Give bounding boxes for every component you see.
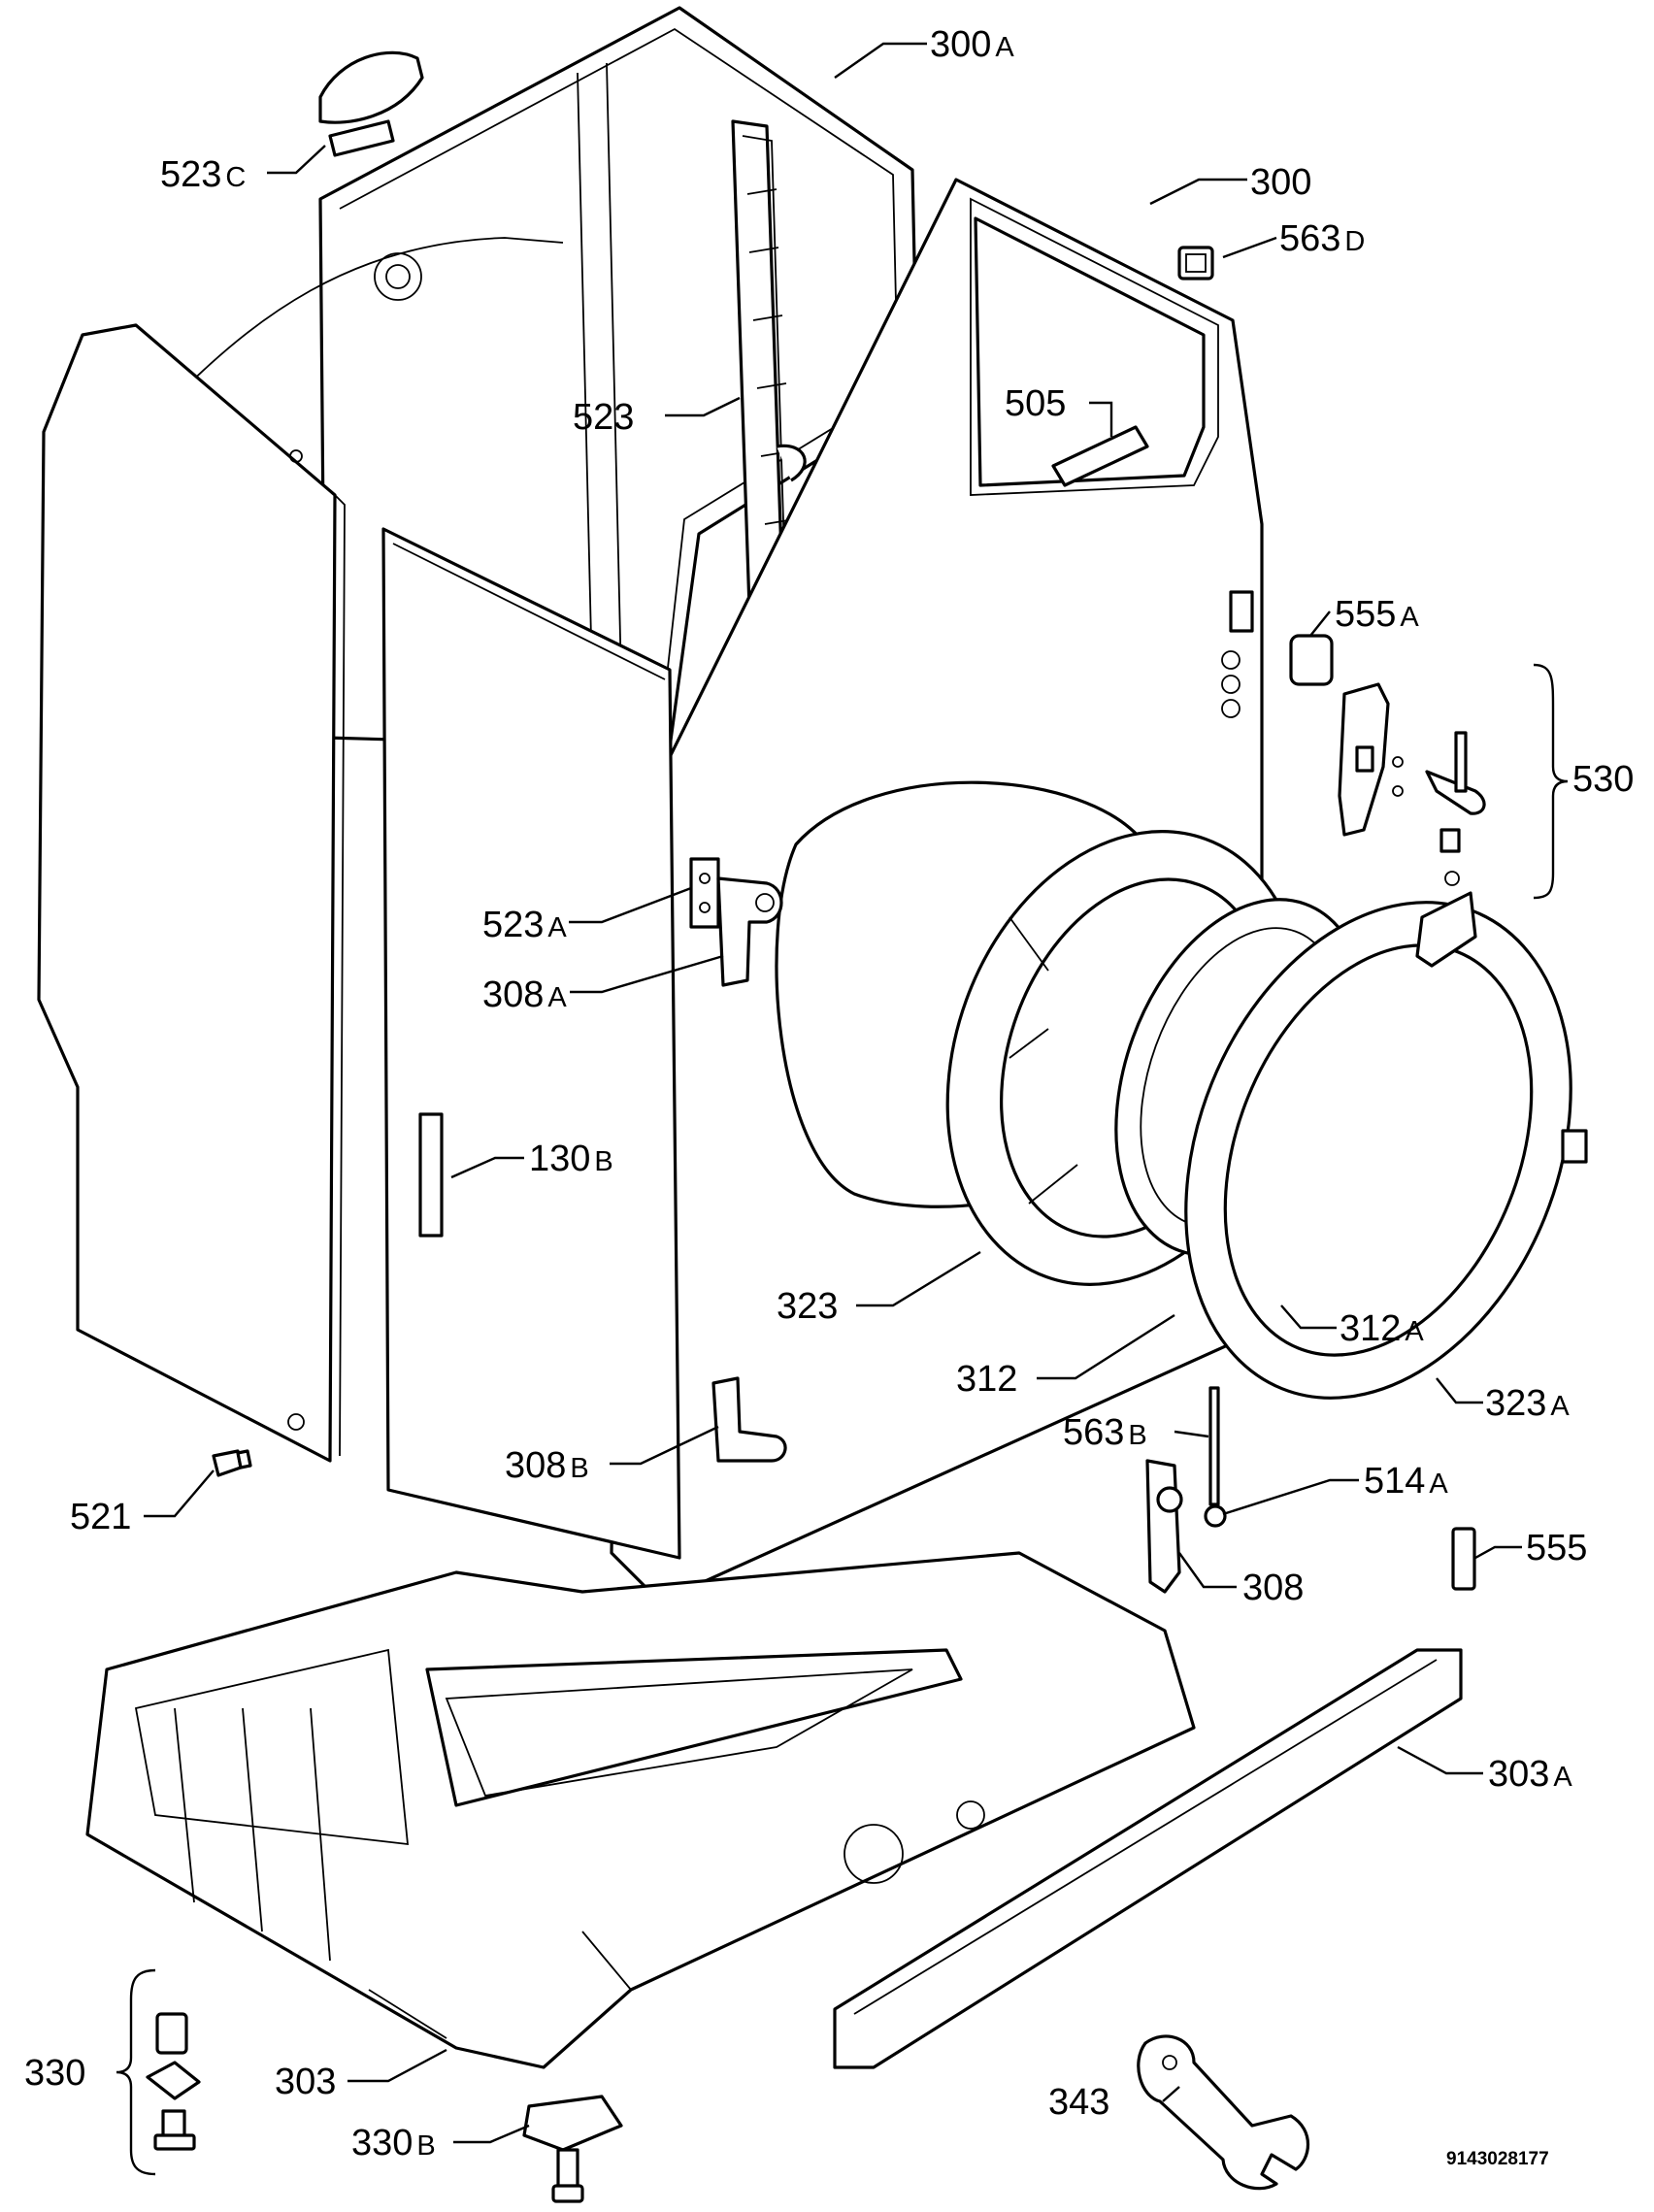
label-505: 505 [1005, 383, 1066, 424]
door-lock-assembly-530 [1338, 682, 1486, 968]
label-530: 530 [1572, 759, 1634, 800]
adjuster-kit-330 [146, 2012, 201, 2151]
label-555: 555 [1526, 1528, 1587, 1568]
bracket-330 [116, 1968, 156, 2176]
left-side-panel [37, 323, 346, 1463]
door-outer-ring-323a [1184, 901, 1588, 1400]
button-555 [1451, 1527, 1476, 1591]
pin-563b [1208, 1386, 1220, 1506]
screw-521 [212, 1449, 252, 1477]
label-521: 521 [70, 1497, 131, 1537]
base-frame-303 [85, 1551, 1196, 2069]
label-323: 323 [777, 1286, 838, 1327]
bushing-514a [1204, 1504, 1227, 1528]
bracket-530 [1533, 663, 1569, 900]
label-330: 330 [24, 2053, 85, 2094]
label-523: 523 [573, 397, 634, 438]
pin-505 [1051, 425, 1149, 487]
label-343: 343 [1048, 2082, 1109, 2123]
foot-330b [522, 2095, 623, 2203]
hinge-308 [1145, 1459, 1183, 1594]
label-303: 303 [275, 2062, 336, 2102]
bracket-308b [711, 1376, 787, 1463]
document-number: 9143028177 [1446, 2149, 1549, 2169]
stop-563d [1177, 246, 1214, 281]
leader-lines [144, 42, 1522, 2144]
wrench-343 [1137, 2034, 1309, 2191]
label-308: 308 [1242, 1568, 1304, 1608]
front-side-panel-130b [381, 527, 681, 1560]
hinge-bracket-523a [689, 857, 720, 929]
hose-clip-523c [318, 50, 424, 157]
hinge-bracket-308a [716, 876, 783, 987]
button-555a [1289, 634, 1334, 686]
kick-plate-303a [833, 1648, 1463, 2069]
label-300: 300 [1250, 162, 1311, 203]
label-312: 312 [956, 1359, 1017, 1400]
